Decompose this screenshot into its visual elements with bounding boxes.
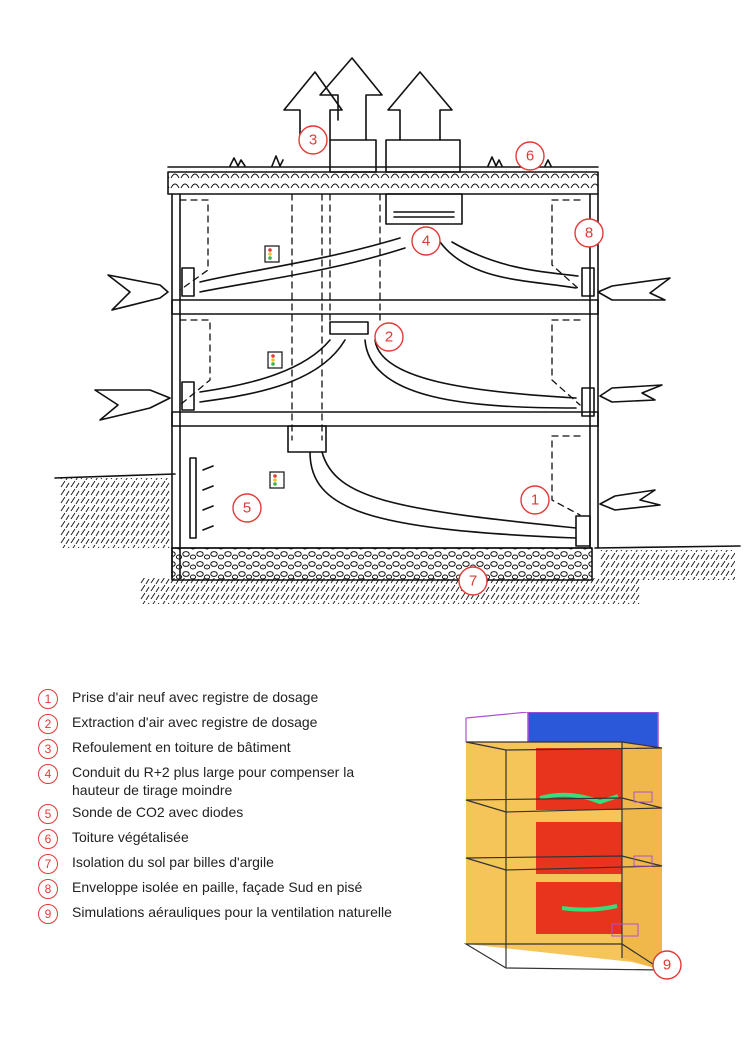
- co2-sensor-r1: [267, 351, 283, 369]
- extraction-grille-rdc: [287, 425, 327, 453]
- exhaust-arrow-right: [387, 71, 453, 141]
- legend-number: 1: [38, 689, 58, 709]
- callout-4: 4: [411, 226, 441, 256]
- callout-1: 1: [520, 485, 550, 515]
- green-roof-vegetation: [229, 155, 552, 167]
- callout-5: 5: [232, 493, 262, 523]
- legend-item-1: 1 Prise d'air neuf avec registre de dosag…: [38, 688, 458, 709]
- svg-text:8: 8: [585, 225, 593, 242]
- legend-item-5: 5 Sonde de CO2 avec diodes: [38, 803, 458, 824]
- south-facade-panel: [189, 457, 197, 539]
- earth-bottom: [140, 578, 640, 604]
- legend-text: Toiture végétalisée: [72, 829, 189, 845]
- airflow-rdc: [309, 451, 577, 539]
- wind-arrow-left-top: [107, 274, 169, 311]
- svg-text:6: 6: [526, 148, 534, 165]
- roof-slab: [167, 171, 599, 195]
- exhaust-arrow-mid: [319, 57, 383, 141]
- legend-number: 7: [38, 854, 58, 874]
- floor-slab-r2: [171, 299, 599, 315]
- legend-text: Conduit du R+2 plus large pour compenser…: [72, 764, 355, 798]
- legend-number: 2: [38, 714, 58, 734]
- legend-item-9: 9 Simulations aérauliques pour la ventila…: [38, 903, 458, 924]
- earth-left: [60, 478, 170, 548]
- airflow-r1-left: [199, 339, 346, 403]
- legend: 1 Prise d'air neuf avec registre de dosag…: [38, 688, 458, 928]
- legend-text: Refoulement en toiture de bâtiment: [72, 739, 291, 755]
- exhaust-duct-left: [329, 139, 377, 173]
- legend-text: Enveloppe isolée en paille, façade Sud e…: [72, 879, 363, 895]
- legend-number: 9: [38, 904, 58, 924]
- airflow-r2-left: [199, 247, 406, 293]
- svg-text:9: 9: [663, 957, 671, 974]
- svg-text:2: 2: [385, 329, 393, 346]
- wind-arrow-right-top: [597, 277, 671, 301]
- aeraulic-simulation-render: 9: [463, 712, 682, 980]
- sim-floor-r1: [465, 855, 663, 871]
- callout-3: 3: [298, 125, 328, 155]
- svg-text:5: 5: [243, 500, 251, 517]
- callout-7: 7: [458, 566, 488, 596]
- legend-item-8: 8 Enveloppe isolée en paille, façade Sud …: [38, 878, 458, 899]
- callout-8: 8: [574, 218, 604, 248]
- earth-right: [600, 550, 735, 580]
- legend-number: 4: [38, 764, 58, 784]
- co2-sensor-rdc: [269, 471, 285, 489]
- inlet-box-1: [181, 267, 195, 297]
- legend-number: 8: [38, 879, 58, 899]
- legend-text: Prise d'air neuf avec registre de dosage: [72, 689, 319, 705]
- wind-arrow-right-mid: [599, 384, 663, 403]
- svg-text:4: 4: [422, 233, 430, 250]
- svg-text:3: 3: [309, 132, 317, 149]
- ground-floor-insulation: [171, 547, 593, 581]
- ground-line-left: [54, 473, 176, 479]
- ground-line-right: [594, 545, 741, 549]
- legend-text: Sonde de CO2 avec diodes: [72, 804, 244, 820]
- legend-item-6: 6 Toiture végétalisée: [38, 828, 458, 849]
- straw-zone-right-top: [551, 199, 581, 291]
- airflow-r2-right: [439, 241, 577, 289]
- extraction-grille-r1: [329, 321, 369, 335]
- legend-number: 3: [38, 739, 58, 759]
- sim-floor-r2: [465, 797, 663, 813]
- legend-item-2: 2 Extraction d'air avec registre de dosag…: [38, 713, 458, 734]
- legend-item-3: 3 Refoulement en toiture de bâtiment: [38, 738, 458, 759]
- callout-6: 6: [515, 141, 545, 171]
- co2-sensor-r2: [264, 245, 280, 263]
- legend-text: Simulations aérauliques pour la ventilat…: [72, 904, 392, 920]
- wind-arrow-left-mid: [94, 389, 171, 421]
- legend-text: Extraction d'air avec registre de dosage: [72, 714, 318, 730]
- sim-hot-zone-r1: [536, 822, 622, 874]
- svg-text:7: 7: [469, 573, 477, 590]
- airflow-r1-right: [374, 339, 577, 399]
- legend-number: 6: [38, 829, 58, 849]
- wind-arrow-right-low: [599, 489, 661, 511]
- legend-item-7: 7 Isolation du sol par billes d'argile: [38, 853, 458, 874]
- floor-slab-r1: [171, 411, 599, 427]
- svg-text:1: 1: [531, 492, 539, 509]
- sim-roof-cold-zone: [528, 712, 658, 748]
- extraction-grille-r2: [385, 193, 463, 225]
- building-section-sketch: 1 2 3 4 5 6 7 8: [54, 57, 741, 604]
- legend-number: 5: [38, 804, 58, 824]
- callout-2: 2: [374, 322, 404, 352]
- legend-item-4: 4 Conduit du R+2 plus large pour compense…: [38, 763, 458, 799]
- exhaust-arrow-left: [283, 71, 343, 141]
- callout-9: 9: [652, 950, 682, 980]
- legend-text: Isolation du sol par billes d'argile: [72, 854, 274, 870]
- exhaust-duct-right: [385, 139, 461, 173]
